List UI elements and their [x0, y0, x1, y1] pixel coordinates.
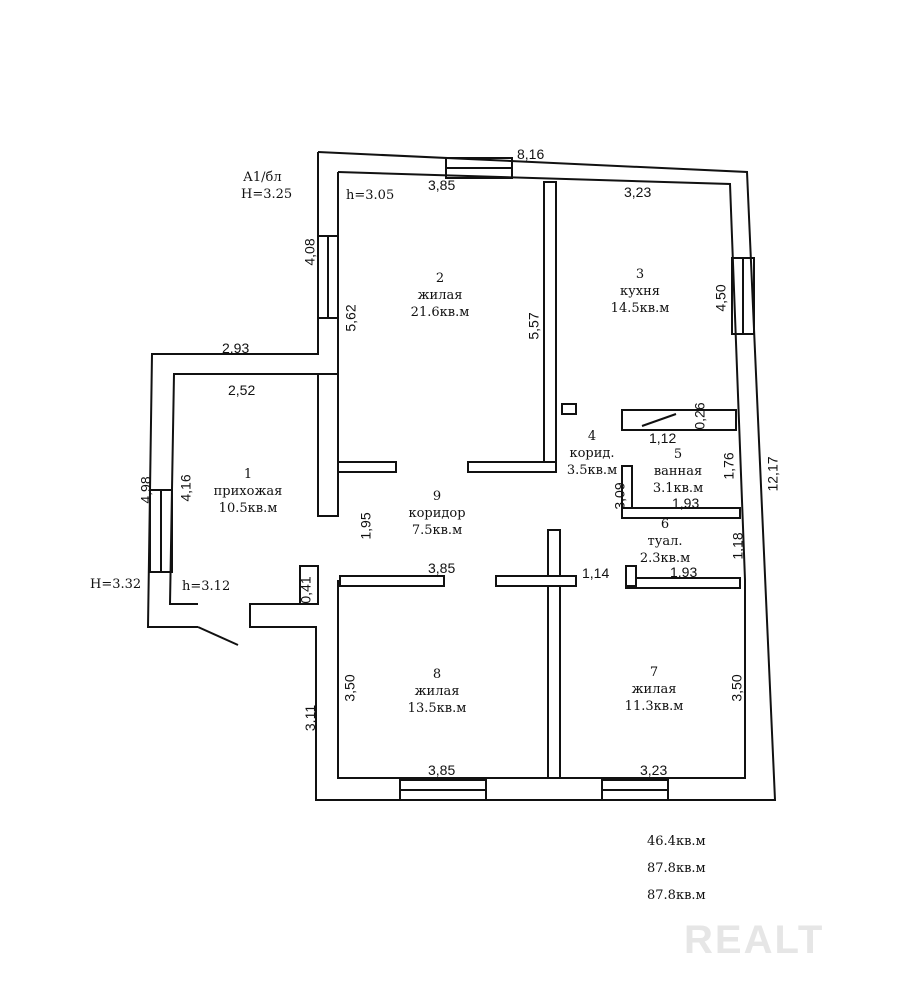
room-height-main: h=3.05	[346, 188, 395, 203]
dim-outer-top: 8,16	[517, 146, 545, 162]
dim-r7-bottom: 3,23	[640, 762, 668, 778]
area-totals: 46.4кв.м 87.8кв.м 87.8кв.м	[647, 832, 706, 913]
dim-r8-top: 3,85	[428, 560, 456, 576]
dim-outer-right: 12,17	[764, 456, 781, 492]
partition-r8-r7	[547, 529, 561, 779]
dim-entry-step: 0,41	[297, 576, 314, 604]
dim-door-step: 1,14	[582, 565, 610, 581]
partition-hall-right	[317, 373, 339, 517]
partition-bath-toilet	[621, 507, 741, 519]
dim-r2-top: 3,85	[428, 177, 456, 193]
dim-left-upper: 4,08	[301, 238, 318, 266]
dim-r8-left: 3,50	[341, 674, 358, 702]
partition-kitchen-bath	[621, 409, 737, 431]
total-area-2: 87.8кв.м	[647, 888, 706, 903]
dim-r7-right: 3,50	[728, 674, 745, 702]
entrance-height: H=3.32	[90, 577, 142, 592]
entrance-room-height: h=3.12	[182, 579, 231, 594]
dim-hall-top-inner: 2,52	[228, 382, 256, 398]
dim-corridor-width: 1,95	[357, 512, 374, 540]
partition-r8-top	[339, 575, 445, 587]
total-area: 87.8кв.м	[647, 861, 706, 876]
dim-r8-bottom: 3,85	[428, 762, 456, 778]
stub-corridor	[561, 403, 577, 415]
dim-hall-left-outer: 4,98	[137, 476, 154, 504]
partition-r2-r3	[543, 181, 557, 473]
entrance-door-leaf	[197, 626, 239, 646]
dim-outer-left-lower: 3,11	[302, 704, 319, 732]
dim-hall-top-outer: 2,93	[222, 340, 250, 356]
dim-r2-left: 5,62	[342, 304, 359, 332]
total-living-area: 46.4кв.м	[647, 834, 706, 849]
dim-r3-right: 4,50	[712, 284, 729, 312]
dim-r2-right: 5,57	[525, 312, 542, 340]
dim-bath-width: 1,12	[649, 430, 677, 446]
dim-r3-top: 3,23	[624, 184, 652, 200]
outer-wall	[249, 151, 777, 801]
dim-bath-bottom: 1,93	[672, 495, 700, 511]
partition-r2-bottom	[467, 461, 557, 473]
partition-toilet-stub	[625, 565, 637, 587]
building-code: А1/бл	[243, 170, 282, 185]
partition-r2-stub	[337, 461, 397, 473]
dim-toilet-side: 1,18	[729, 532, 746, 560]
watermark-logo: REALT	[684, 918, 825, 962]
dim-bath-step: 0,26	[691, 402, 708, 430]
building-height: H=3.25	[241, 187, 293, 202]
dim-toilet-bottom: 1,93	[670, 564, 698, 580]
inner-wall-line	[337, 171, 746, 779]
partition-r8-top-right	[495, 575, 577, 587]
dim-hall-left-inner: 4,16	[177, 474, 194, 502]
dim-bath-side: 1,76	[720, 452, 737, 480]
dim-bath-left: 3,09	[611, 482, 628, 510]
